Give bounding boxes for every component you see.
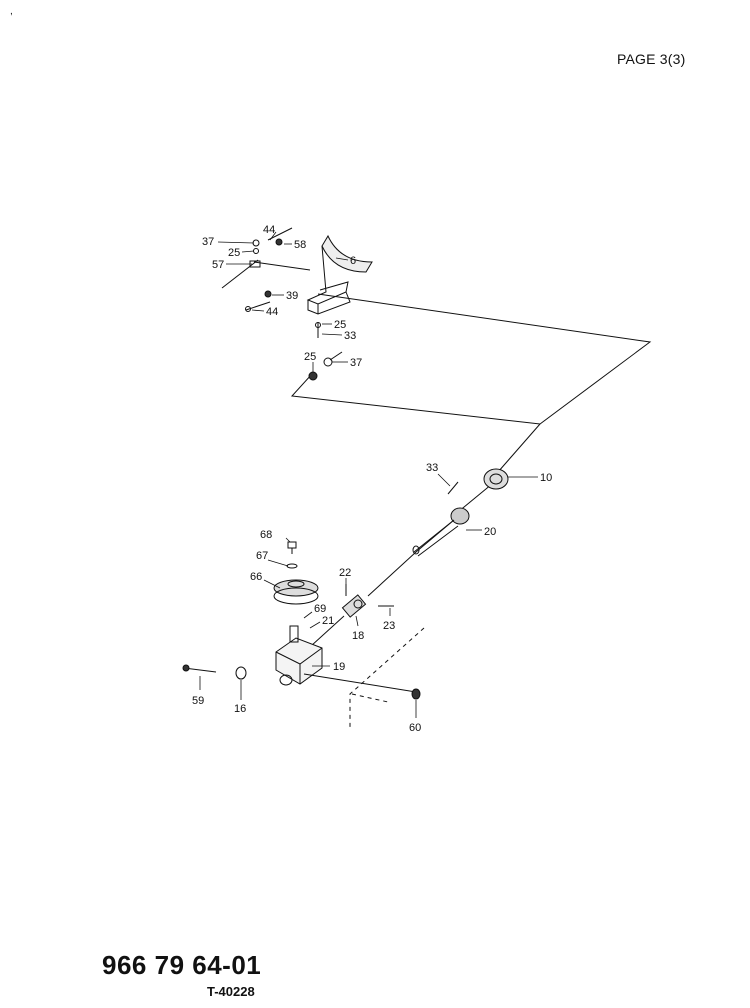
part-number: 966 79 64-01 [102,950,262,980]
callout-58: 58 [294,239,306,251]
callout-68: 68 [260,529,272,541]
page-label: PAGE 3(3) [617,51,686,67]
callout-44-lower: 44 [266,306,278,318]
callout-22: 22 [339,567,351,579]
callout-18: 18 [352,630,364,642]
corner-mark: , [10,6,13,17]
callout-19: 19 [333,661,345,673]
callout-16: 16 [234,703,246,715]
coupling-assembly [341,584,394,618]
mounting-bracket [221,234,373,315]
callout-37-lower: 37 [350,357,362,369]
callout-20: 20 [484,526,496,538]
pulley-assembly [273,541,319,605]
callout-25-lower: 25 [304,351,316,363]
callout-10: 10 [540,472,552,484]
control-rod [299,423,541,657]
lower-fasteners [182,664,421,700]
callout-25: 25 [228,247,240,259]
callout-37: 37 [202,236,214,248]
callout-23: 23 [383,620,395,632]
callout-59: 59 [192,695,204,707]
callout-67: 67 [256,550,268,562]
callout-39: 39 [286,290,298,302]
frame-outline-dashed [349,627,425,730]
callout-44: 44 [263,224,275,236]
callout-60: 60 [409,722,421,734]
upper-fasteners [245,227,459,495]
callout-25-mid: 25 [334,319,346,331]
drawing-number: T-40228 [207,984,255,999]
callout-66: 66 [250,571,262,583]
callout-21: 21 [322,615,334,627]
callout-57: 57 [212,259,224,271]
control-cable [290,293,652,425]
callout-33: 33 [344,330,356,342]
callout-6: 6 [350,255,356,267]
callout-69: 69 [314,603,326,615]
cable-housing [412,468,509,557]
callout-33-lower: 33 [426,462,438,474]
gearbox [275,625,417,693]
